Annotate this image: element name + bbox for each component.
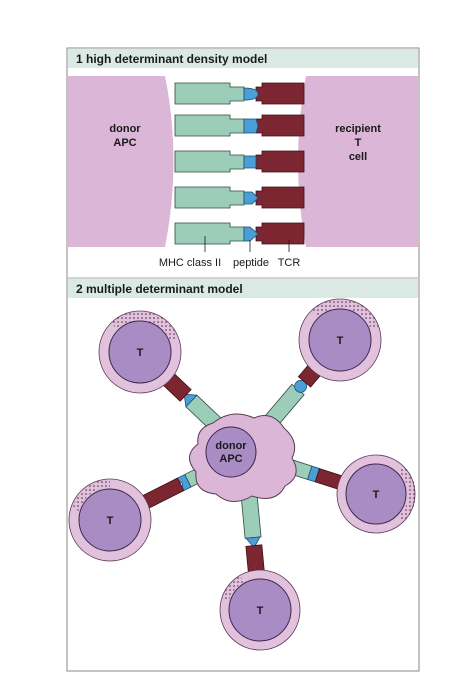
- t-cell-label: T: [373, 489, 380, 501]
- receptor-pair-3: [174, 150, 305, 173]
- label-peptide: peptide: [233, 257, 269, 269]
- t-cell-right: T: [336, 454, 416, 534]
- t-cell-top-right: T: [298, 298, 382, 382]
- donor-apc-membrane: [68, 76, 174, 247]
- tcr: [255, 222, 305, 245]
- peptide: [243, 87, 259, 101]
- donor-label-2: APC: [113, 137, 136, 149]
- mhc-class-ii: [174, 82, 245, 105]
- apc-label-1: donor: [215, 440, 247, 452]
- t-cell-stipple: [72, 479, 110, 511]
- receptor-pair-5: [174, 222, 305, 245]
- receptor-pair-1: [174, 82, 305, 105]
- tcr: [255, 114, 305, 137]
- tcr: [255, 82, 305, 105]
- peptide: [243, 191, 259, 205]
- t-cell-label: T: [257, 605, 264, 617]
- mhc-class-ii: [174, 150, 245, 173]
- t-cell-label: T: [137, 347, 144, 359]
- panel1-header: [68, 49, 418, 68]
- apc-nucleus: [205, 426, 257, 478]
- t-cell-nucleus: [345, 463, 407, 525]
- t-cell-label: T: [107, 515, 114, 527]
- t-cell-nucleus: [108, 320, 172, 384]
- t-cell-stipple: [312, 298, 379, 330]
- mhc-class-ii: [174, 186, 245, 209]
- t-cell-label: T: [337, 335, 344, 347]
- tcr: [255, 150, 305, 173]
- t-cell-nucleus: [228, 578, 292, 642]
- t-cell-nucleus: [308, 308, 372, 372]
- t-cell-top-left: T: [98, 310, 182, 394]
- tcr: [255, 186, 305, 209]
- label-tcr: TCR: [278, 257, 301, 269]
- peptide: [243, 226, 259, 242]
- t-cell-bottom-left: T: [68, 478, 152, 562]
- recipient-label-1: recipient: [335, 123, 381, 135]
- receptor-pair-4: [174, 186, 305, 209]
- panel2-header: [68, 279, 418, 298]
- recipient-label-2: T: [355, 137, 362, 149]
- peptide: [183, 393, 198, 408]
- label-mhc-class-ii: MHC class II: [159, 257, 221, 269]
- recipient-label-3: cell: [349, 151, 367, 163]
- recipient-t-cell-membrane: [298, 76, 418, 247]
- peptide: [243, 118, 259, 134]
- apc-label-2: APC: [219, 453, 242, 465]
- panel2-title: 2 multiple determinant model: [76, 282, 243, 296]
- peptide: [245, 536, 261, 549]
- panel1-title: 1 high determinant density model: [76, 52, 267, 66]
- t-cell-stipple: [112, 311, 178, 341]
- t-cell-nucleus: [78, 488, 142, 552]
- t-cell-stipple: [222, 575, 244, 601]
- donor-label-1: donor: [109, 123, 141, 135]
- t-cell-stipple: [398, 466, 416, 522]
- t-cell-bottom: T: [219, 569, 301, 651]
- receptor-pair-2: [174, 114, 305, 137]
- peptide: [243, 155, 257, 169]
